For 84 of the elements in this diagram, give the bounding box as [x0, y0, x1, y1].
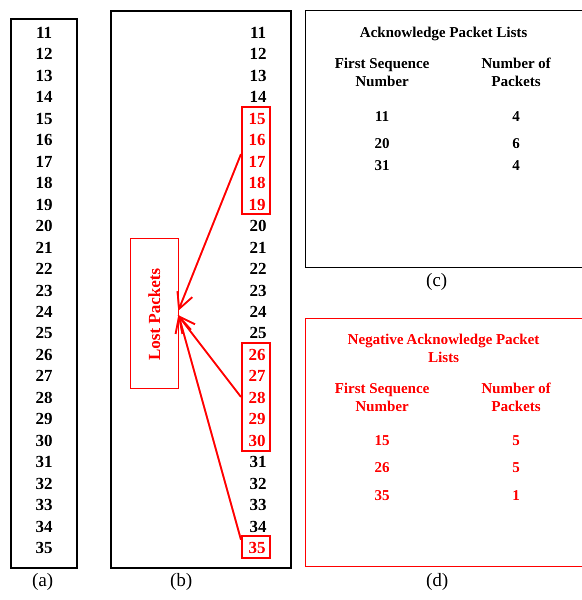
packet-number: 25 [36, 323, 52, 344]
arrow [174, 316, 242, 540]
packet-number: 13 [36, 66, 52, 86]
packet-number: 14 [36, 87, 52, 108]
packet-number: 31 [250, 452, 266, 472]
packet-number: 20 [250, 216, 266, 236]
table-value: 6 [511, 135, 521, 153]
packet-number: 17 [248, 152, 266, 172]
table-value: 4 [511, 108, 521, 126]
packet-number: 27 [248, 366, 266, 386]
packet-number: 19 [248, 194, 266, 215]
packet-number: 21 [250, 238, 266, 258]
column-header: Number of Packets [480, 55, 552, 91]
table-value: 5 [511, 459, 521, 477]
table-panel [305, 318, 582, 567]
table-value: 4 [511, 157, 521, 175]
label-box [130, 238, 179, 389]
packet-number: 21 [36, 238, 52, 258]
packet-number: 16 [36, 130, 52, 150]
number-column-box [10, 18, 78, 569]
packet-number: 31 [36, 452, 52, 472]
packet-number: 29 [36, 409, 52, 430]
packet-number: 15 [248, 108, 266, 129]
table-panel [305, 10, 582, 268]
panel-caption: (d) [426, 570, 448, 592]
packet-number: 35 [36, 538, 52, 558]
packet-number: 12 [36, 44, 52, 64]
packet-number: 32 [36, 474, 52, 494]
packet-number: 33 [250, 495, 266, 516]
packet-number: 20 [36, 216, 52, 236]
packet-number: 14 [250, 87, 266, 108]
table-value: 31 [374, 157, 390, 175]
packet-number: 13 [250, 66, 266, 86]
packet-number: 17 [36, 152, 52, 172]
packet-number: 32 [250, 474, 266, 494]
packet-number: 34 [36, 516, 52, 537]
column-header: First Sequence Number [334, 380, 430, 416]
packet-number: 24 [36, 302, 52, 322]
highlight-box [241, 342, 271, 452]
highlight-box [241, 535, 271, 559]
table-value: 5 [511, 432, 521, 450]
number-column-box [110, 10, 292, 569]
packet-number: 22 [250, 259, 266, 280]
table-value: 26 [374, 459, 390, 477]
packet-number: 26 [36, 344, 52, 365]
packet-number: 35 [248, 538, 266, 558]
packet-number: 18 [248, 173, 266, 194]
node-label: Lost Packets [144, 267, 164, 360]
packet-number: 22 [36, 259, 52, 280]
table-value: 11 [374, 108, 390, 126]
packet-number: 11 [36, 23, 52, 43]
packet-number: 12 [250, 44, 266, 64]
packet-number: 24 [250, 302, 266, 322]
packet-number: 19 [36, 194, 52, 215]
packet-number: 34 [250, 516, 266, 537]
highlight-box [241, 106, 271, 215]
arrow [176, 154, 242, 310]
packet-number: 15 [36, 108, 52, 129]
column-header: Number of Packets [480, 380, 552, 416]
arrow [178, 316, 242, 398]
packet-number: 27 [36, 366, 52, 386]
panel-caption: (c) [426, 270, 448, 292]
panel-title: Negative Acknowledge Packet Lists [346, 331, 540, 367]
packet-number: 23 [250, 280, 266, 300]
packet-number: 33 [36, 495, 52, 516]
packet-number: 28 [248, 388, 266, 408]
packet-number: 16 [248, 130, 266, 150]
packet-number: 26 [248, 344, 266, 365]
packet-number: 18 [36, 173, 52, 194]
table-value: 20 [374, 135, 390, 153]
packet-number: 29 [248, 409, 266, 430]
packet-number: 30 [248, 430, 266, 451]
panel-caption: (b) [170, 570, 192, 592]
table-value: 35 [374, 487, 390, 505]
packet-number: 11 [250, 23, 266, 43]
table-value: 1 [511, 487, 521, 505]
panel-caption: (a) [32, 570, 54, 592]
column-header: First Sequence Number [334, 55, 430, 91]
packet-number: 28 [36, 388, 52, 408]
table-value: 15 [374, 432, 390, 450]
panel-title: Acknowledge Packet Lists [358, 24, 528, 42]
packet-number: 30 [36, 430, 52, 451]
packet-number: 25 [250, 323, 266, 344]
packet-number: 23 [36, 280, 52, 300]
